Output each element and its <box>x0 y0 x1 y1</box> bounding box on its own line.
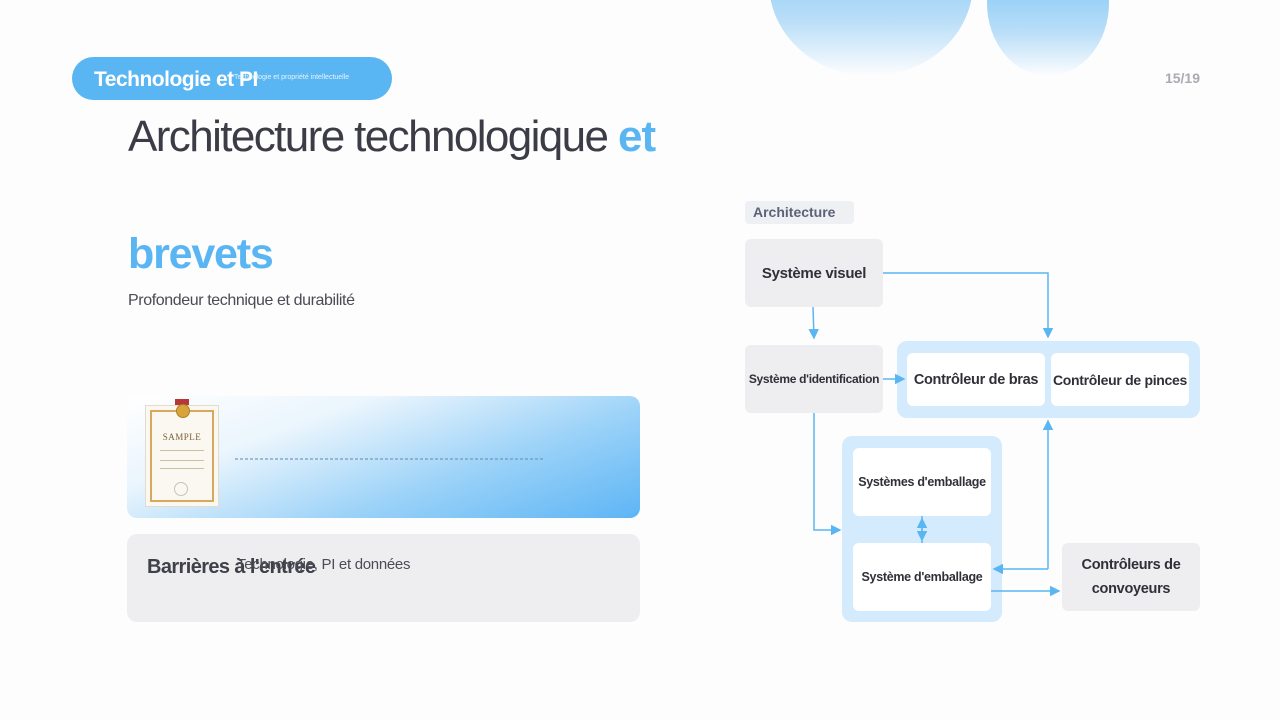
certificate-line <box>160 450 204 451</box>
patent-card: SAMPLE <box>127 396 640 518</box>
arrow-identification-to-packaging <box>813 413 842 536</box>
certificate-image: SAMPLE <box>145 399 219 507</box>
section-sublabel: Technologie et propriété intellectuelle <box>234 74 350 81</box>
page-title: Architecture technologique et <box>128 112 656 162</box>
node-vision-system: Système visuel <box>745 239 883 307</box>
node-label: Contrôleurs de convoyeurs <box>1081 557 1181 597</box>
certificate-sample-text: SAMPLE <box>162 432 202 442</box>
title-accent: et <box>618 112 656 161</box>
node-packaging-systems: Systèmes d'emballage <box>853 448 991 516</box>
title-regular: Architecture technologique <box>128 112 609 161</box>
arrow-vision-to-controllers <box>883 272 1054 339</box>
faint-text-line <box>235 458 543 460</box>
node-gripper-controller: Contrôleur de pinces <box>1051 353 1189 406</box>
node-label: Systèmes d'emballage <box>858 475 986 489</box>
barrier-title: Barrières à l'entrée <box>147 556 316 578</box>
barrier-subtitle: Technologie, PI et données <box>237 556 411 573</box>
page-number: 15/19 <box>1164 70 1200 86</box>
certificate-line <box>160 468 204 469</box>
page-subtitle: Profondeur technique et durabilité <box>128 292 355 309</box>
section-pill: Technologie et PI Technologie et proprié… <box>72 57 392 100</box>
node-packaging-system: Système d'emballage <box>853 543 991 611</box>
title-line-2: brevets <box>128 230 274 278</box>
arrow-vision-to-identification <box>808 306 819 340</box>
ribbon-icon <box>175 399 189 405</box>
node-conveyor-controllers: Contrôleurs de convoyeurs <box>1062 543 1200 611</box>
node-label: Contrôleur de bras <box>913 371 1039 388</box>
certificate-line <box>160 460 204 461</box>
node-arm-controller: Contrôleur de bras <box>907 353 1045 406</box>
node-label: Système d'emballage <box>861 570 983 584</box>
section-label: Technologie et PI <box>94 68 258 91</box>
seal-icon <box>174 482 188 496</box>
architecture-tag: Architecture <box>745 201 854 224</box>
barrier-card: Barrières à l'entrée Technologie, PI et … <box>127 534 640 622</box>
node-label: Système d'identification <box>748 372 880 386</box>
node-identification-system: Système d'identification <box>745 345 883 413</box>
node-label: Contrôleur de pinces <box>1052 371 1188 388</box>
medal-icon <box>176 404 190 418</box>
node-label: Système visuel <box>761 264 867 282</box>
